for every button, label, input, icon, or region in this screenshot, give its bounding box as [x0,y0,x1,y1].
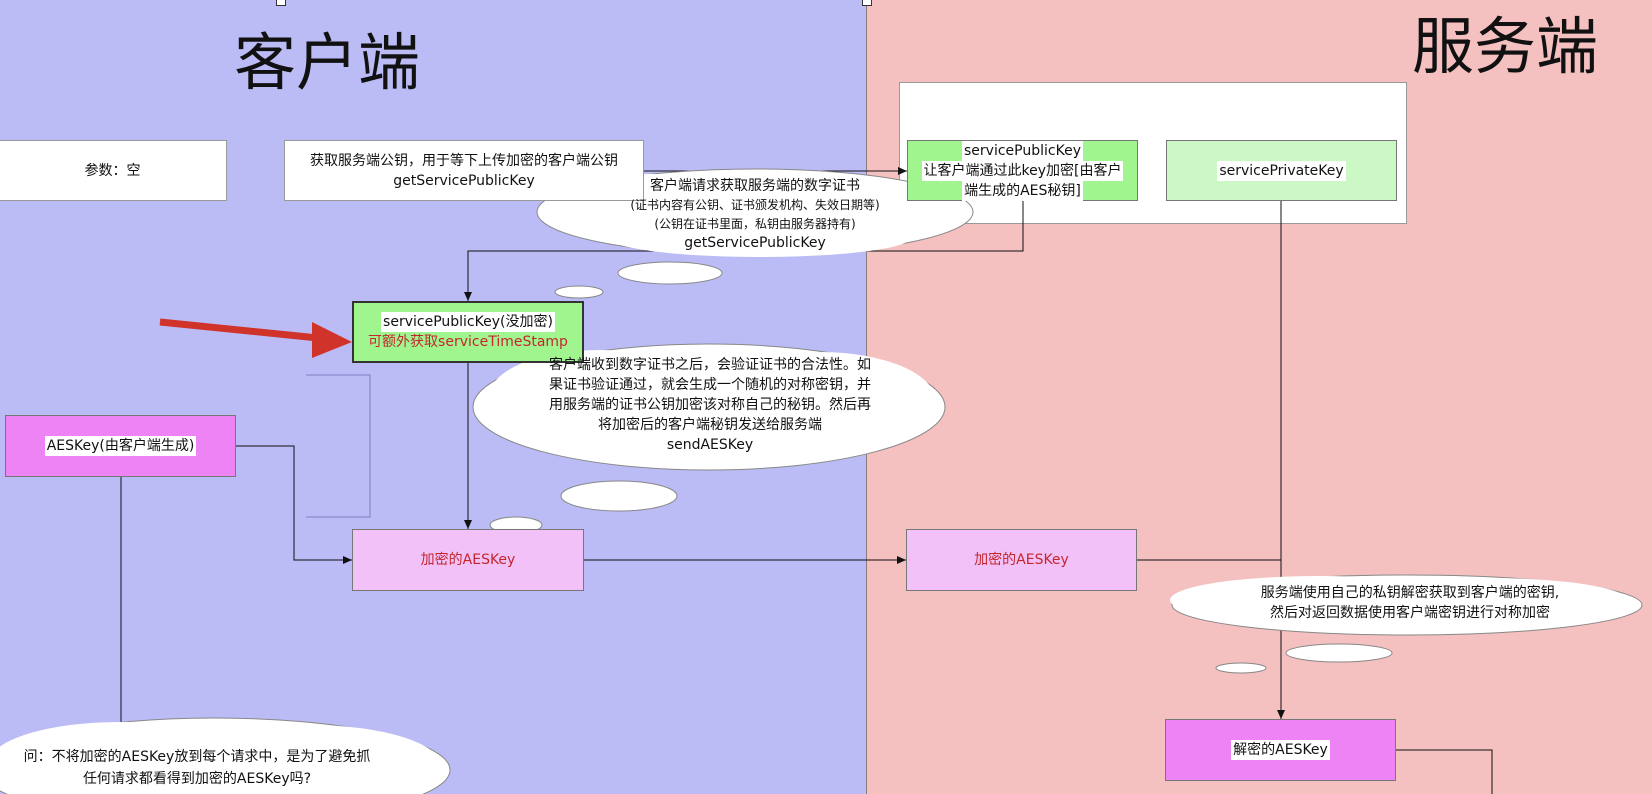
edge-dec-out [1396,749,1493,794]
cloud-decrypt-text[interactable]: 服务端使用自己的私钥解密获取到客户端的密钥, 然后对返回数据使用客户端密钥进行对… [1205,583,1615,623]
params-box[interactable]: 参数：空 [0,140,227,201]
cloud-question-text[interactable]: 问：不将加密的AESKey放到每个请求中，是为了避免抓 任何请求都看得到加密的A… [2,746,392,790]
cloud-verify-line5: sendAESKey [666,437,754,453]
cloud-verify-line4: 将加密后的客户端秘钥发送给服务端 [598,417,822,433]
cloud-verify-line3: 用服务端的证书公钥加密该对称自己的秘钥。然后再 [549,397,871,413]
get-server-key-label: 获取服务端公钥，用于等下上传加密的客户端公钥 [310,152,618,169]
cloud-decrypt-line2: 然后对返回数据使用客户端密钥进行对称加密 [1270,605,1550,621]
server-public-key-desc2: 端生成的AES秘钥] [962,180,1083,201]
cloud-cert-line3: (公钥在证书里面，私钥由服务器持有) [654,217,856,231]
get-server-key-method: getServicePublicKey [393,172,535,189]
decrypted-aes-box[interactable]: 解密的AESKey [1165,719,1396,781]
encrypted-aes-server-box[interactable]: 加密的AESKey [906,529,1137,591]
decrypted-aes-label: 解密的AESKey [1231,740,1330,760]
cloud-verify-line2: 果证书验证通过，就会生成一个随机的对称密钥，并 [549,377,871,393]
aes-key-client-label: AESKey(由客户端生成) [44,436,197,456]
params-label: 参数：空 [84,162,141,179]
highlight-arrow [159,318,352,358]
server-public-key-desc1: 让客户端通过此key加密[由客户 [921,160,1124,181]
client-public-key-box[interactable]: servicePublicKey(没加密) 可额外获取serviceTimeSt… [352,301,584,363]
resize-handle-right[interactable] [862,0,872,6]
cloud-verify-line1: 客户端收到数字证书之后，会验证证书的合法性。如 [549,357,871,373]
encrypted-aes-client-box[interactable]: 加密的AESKey [352,529,584,591]
cloud-question-line1: 问：不将加密的AESKey放到每个请求中，是为了避免抓 [23,749,371,765]
edge-aes-to-enc [236,445,352,564]
server-private-key-box[interactable]: servicePrivateKey [1166,140,1397,201]
cloud-cert-line2: (证书内容有公钥、证书颁发机构、失效日期等) [630,198,880,212]
client-public-key-label: servicePublicKey(没加密) [381,312,555,332]
server-public-key-box[interactable]: servicePublicKey 让客户端通过此key加密[由客户 端生成的AE… [907,140,1138,201]
get-server-key-box[interactable]: 获取服务端公钥，用于等下上传加密的客户端公钥 getServicePublicK… [284,140,644,201]
resize-handle-left[interactable] [276,0,286,6]
bracket-shape [306,374,371,518]
encrypted-aes-server-label: 加密的AESKey [974,552,1069,568]
cloud-verify-text[interactable]: 客户端收到数字证书之后，会验证证书的合法性。如 果证书验证通过，就会生成一个随机… [500,355,920,455]
cloud-question-line2: 任何请求都看得到加密的AESKey吗? [82,771,312,787]
cloud-decrypt-line1: 服务端使用自己的私钥解密获取到客户端的密钥, [1260,585,1560,601]
client-title: 客户端 [234,26,421,99]
cloud-cert-line4: getServicePublicKey [684,235,826,251]
server-public-key-label: servicePublicKey [962,140,1083,161]
client-timestamp-label: 可额外获取serviceTimeStamp [368,334,568,350]
server-title: 服务端 [1412,10,1599,83]
cloud-cert-text[interactable]: 客户端请求获取服务端的数字证书 (证书内容有公钥、证书颁发机构、失效日期等) (… [560,177,950,253]
encrypted-aes-client-label: 加密的AESKey [420,552,516,568]
server-private-key-label: servicePrivateKey [1217,160,1346,181]
aes-key-client-box[interactable]: AESKey(由客户端生成) [5,415,236,477]
cloud-cert-line1: 客户端请求获取服务端的数字证书 [650,178,860,194]
